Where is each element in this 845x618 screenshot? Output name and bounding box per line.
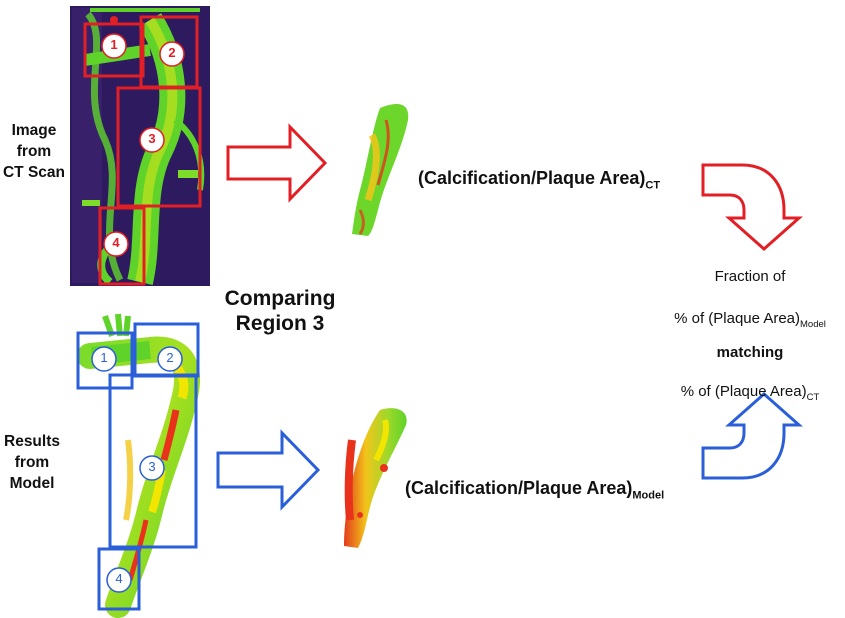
result-line-4-subscript: CT [806, 392, 820, 403]
ct-formula-main: (Calcification/Plaque Area) [418, 168, 646, 188]
model-region3-segment [344, 408, 407, 548]
comparing-label-line1: Comparing [224, 287, 336, 310]
ct-region-marker-4 [103, 231, 129, 257]
model-formula: (Calcification/Plaque Area)Model [405, 478, 664, 502]
model-region-number-1: 1 [100, 350, 108, 365]
model-region-marker-4 [106, 567, 132, 593]
ct-region-marker-1 [101, 33, 127, 59]
model-curved-arrow-icon [701, 391, 803, 480]
model-region-marker-3 [139, 455, 165, 481]
result-line-2-main: % of (Plaque Area) [674, 310, 801, 327]
ct-image-label-line1: Image [11, 122, 57, 139]
ct-region-box-4 [98, 206, 146, 286]
model-results-label-line3: Model [9, 475, 55, 492]
model-region-number-2: 2 [166, 350, 174, 365]
ct-region-marker-3 [139, 127, 165, 153]
result-line-2: % of (Plaque Area)Model [660, 310, 840, 330]
model-region-box-1 [76, 331, 134, 390]
result-line-2-subscript: Model [800, 319, 826, 330]
ct-image-label-line2: from [16, 143, 52, 160]
comparing-label: Comparing Region 3 [210, 286, 350, 336]
model-region-box-3 [108, 373, 198, 549]
ct-curved-arrow-icon [701, 163, 803, 252]
ct-formula: (Calcification/Plaque Area)CT [418, 168, 660, 192]
ct-region-markers [101, 33, 185, 257]
model-results-label-line1: Results [4, 433, 60, 450]
ct-region-number-2: 2 [168, 45, 176, 60]
ct-image-label-line3: CT Scan [2, 164, 65, 181]
model-region-markers [91, 346, 183, 593]
result-line-3: matching [716, 344, 784, 361]
result-line-1: Fraction of [714, 268, 786, 285]
ct-region-box-1 [83, 22, 145, 78]
model-results-label-line2: from [14, 454, 50, 471]
ct-arrow-icon [226, 123, 328, 203]
ct-region-number-3: 3 [148, 131, 156, 146]
model-arrow-icon [216, 429, 321, 511]
ct-region-marker-2 [159, 41, 185, 67]
model-formula-subscript: Model [632, 489, 665, 502]
model-region-number-3: 3 [148, 459, 156, 474]
model-region-number-4: 4 [115, 571, 123, 586]
result-line-4: % of (Plaque Area)CT [660, 383, 840, 403]
comparing-label-line2: Region 3 [235, 312, 325, 335]
result-line-4-main: % of (Plaque Area) [680, 383, 807, 400]
model-region-box-4 [97, 547, 141, 611]
model-results-label: Results from Model [0, 431, 72, 494]
model-region-marker-2 [157, 346, 183, 372]
ct-formula-subscript: CT [645, 179, 661, 192]
model-region-boxes [76, 322, 200, 611]
model-region-marker-1 [91, 346, 117, 372]
ct-region-boxes [83, 15, 202, 286]
ct-region-box-3 [116, 86, 202, 208]
ct-region-number-1: 1 [110, 37, 118, 52]
ct-region-number-4: 4 [112, 235, 120, 250]
ct-image-label: Image from CT Scan [0, 120, 74, 183]
ct-region3-segment [352, 104, 409, 236]
model-formula-main: (Calcification/Plaque Area) [405, 478, 633, 498]
